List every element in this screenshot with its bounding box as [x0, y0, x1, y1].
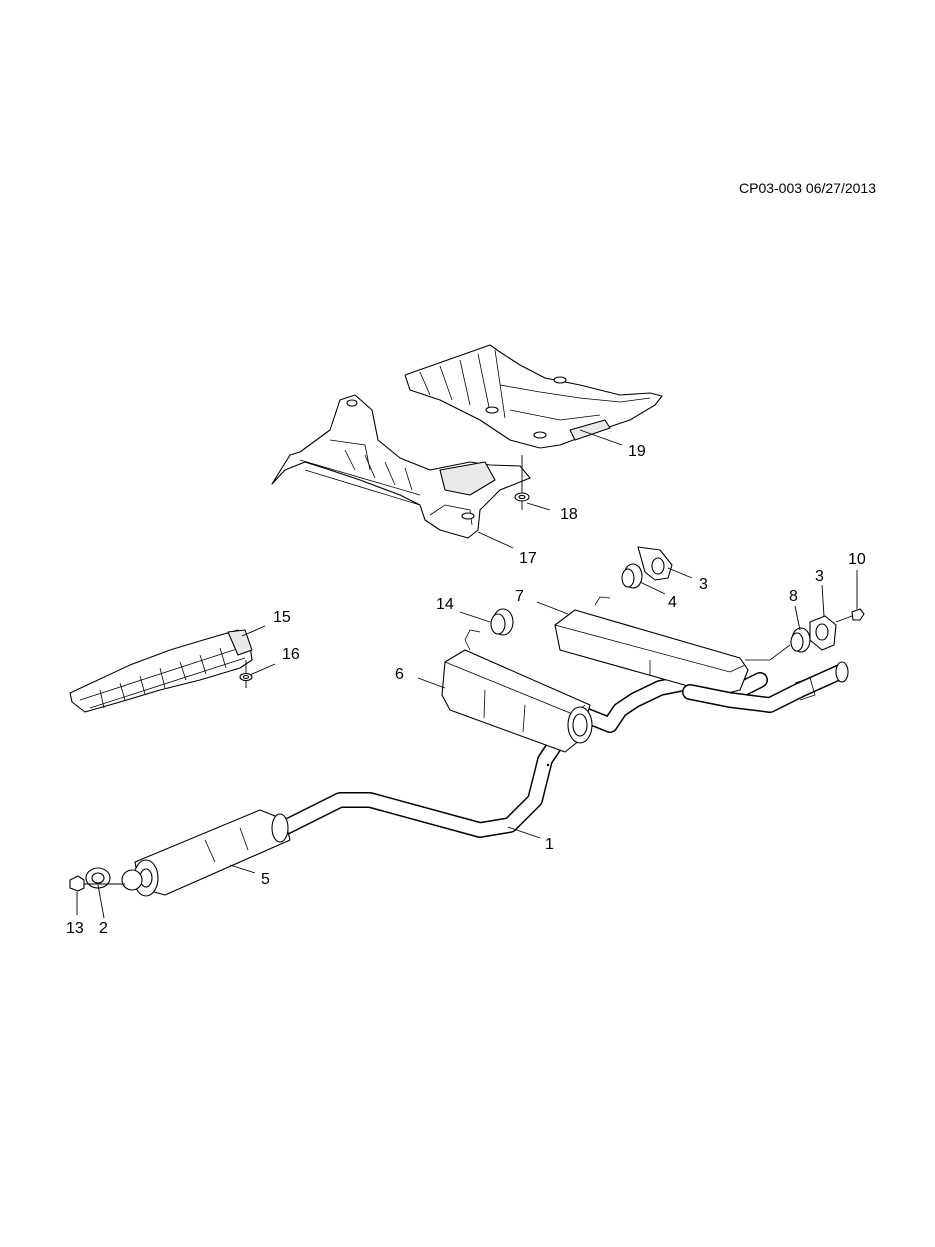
part-5-front-muffler	[133, 809, 291, 897]
part-6-left-muffler	[441, 629, 593, 753]
part-3-hanger-bracket-right	[809, 584, 837, 651]
part-3-hanger-bracket-upper	[637, 546, 693, 581]
callout-14: 14	[436, 596, 454, 613]
callout-6: 6	[395, 666, 404, 683]
part-8-insulator	[790, 605, 811, 653]
callout-2: 2	[99, 920, 108, 937]
callout-13: 13	[66, 920, 84, 937]
callout-3-upper: 3	[699, 576, 708, 593]
tailpipe	[682, 661, 849, 713]
part-15-front-heat-shield	[69, 629, 253, 713]
part-10-bolt	[835, 570, 865, 623]
part-14-insulator	[459, 608, 514, 636]
callout-7: 7	[515, 588, 524, 605]
callout-1: 1	[545, 836, 554, 853]
callout-4: 4	[668, 594, 677, 611]
callout-labels: 1 2 3 3 4 5 6 7 8 10 13 14 15 16 17 18 1…	[66, 443, 866, 937]
callout-10: 10	[848, 551, 866, 568]
part-7-right-muffler	[554, 596, 791, 696]
callout-18: 18	[560, 506, 578, 523]
part-16-clip	[239, 660, 253, 688]
part-19-heat-shield	[404, 344, 663, 449]
diagram-reference-code: CP03-003 06/27/2013	[739, 180, 876, 196]
part-4-insulator	[621, 563, 666, 595]
callout-16: 16	[282, 646, 300, 663]
callout-19: 19	[628, 443, 646, 460]
part-13-nut	[69, 875, 125, 915]
callout-8: 8	[789, 588, 798, 605]
callout-17: 17	[519, 550, 537, 567]
part-17-crossmember	[271, 394, 531, 539]
part-18-nut	[514, 455, 530, 510]
leader-lines	[229, 429, 623, 874]
callout-15: 15	[273, 609, 291, 626]
callout-5: 5	[261, 871, 270, 888]
part-2-gasket	[85, 867, 143, 919]
callout-3-right: 3	[815, 568, 824, 585]
